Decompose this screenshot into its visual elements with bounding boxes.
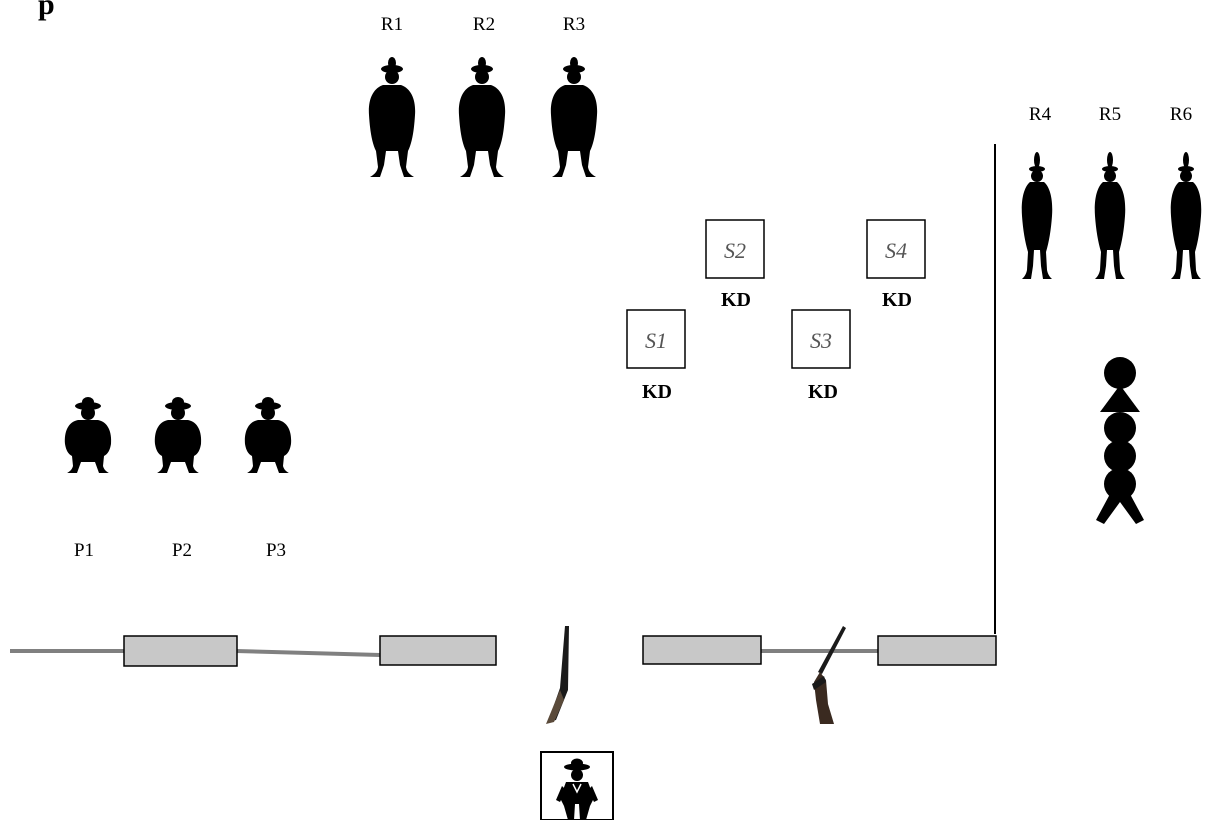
shotgun-target-s2: S2 KD xyxy=(705,219,765,311)
shooter-icon xyxy=(540,751,614,820)
pistol-label-p1: P1 xyxy=(74,540,94,561)
rifle-label-r5: R5 xyxy=(1099,104,1121,125)
shotgun-target-s3: S3 KD xyxy=(791,309,851,403)
stacked-circles-icon xyxy=(1096,357,1144,524)
rifle-target-r3-icon xyxy=(550,57,598,177)
table-3 xyxy=(642,635,762,665)
pistol-target-p3-icon xyxy=(244,397,292,473)
shotgun-label-s1: S1 xyxy=(645,328,667,353)
rifle-target-r1-icon xyxy=(368,57,416,177)
knockdown-tag-s3: KD xyxy=(808,381,838,403)
pistol-label-p3: P3 xyxy=(266,540,286,561)
table-1 xyxy=(123,635,238,667)
rifle-target-r6-icon xyxy=(1170,152,1202,279)
rifle-label-r3: R3 xyxy=(563,14,585,35)
knockdown-tag-s1: KD xyxy=(642,381,672,403)
rifle-icon xyxy=(546,626,569,724)
shotgun-icon xyxy=(812,626,846,724)
rifle-label-r4: R4 xyxy=(1029,104,1052,125)
rifle-label-r1: R1 xyxy=(381,14,403,35)
shotgun-label-s2: S2 xyxy=(724,238,746,263)
pistol-target-p1-icon xyxy=(64,397,112,473)
knockdown-tag-s4: KD xyxy=(882,289,912,311)
table-2 xyxy=(379,635,497,666)
rifle-target-r5-icon xyxy=(1094,152,1126,279)
shotgun-label-s4: S4 xyxy=(885,238,907,263)
shooting-line xyxy=(10,635,997,667)
rifle-label-r2: R2 xyxy=(473,14,495,35)
table-4 xyxy=(877,635,997,666)
knockdown-tag-s2: KD xyxy=(721,289,751,311)
page-title-fragment: p xyxy=(38,0,55,21)
rifle-label-r6: R6 xyxy=(1170,104,1192,125)
rifle-target-r4-icon xyxy=(1021,152,1053,279)
shotgun-label-s3: S3 xyxy=(810,328,832,353)
pistol-target-p2-icon xyxy=(154,397,202,473)
rifle-target-r2-icon xyxy=(458,57,506,177)
shotgun-target-s1: S1 KD xyxy=(626,309,686,403)
pistol-label-p2: P2 xyxy=(172,540,192,561)
shotgun-target-s4: S4 KD xyxy=(866,219,926,311)
